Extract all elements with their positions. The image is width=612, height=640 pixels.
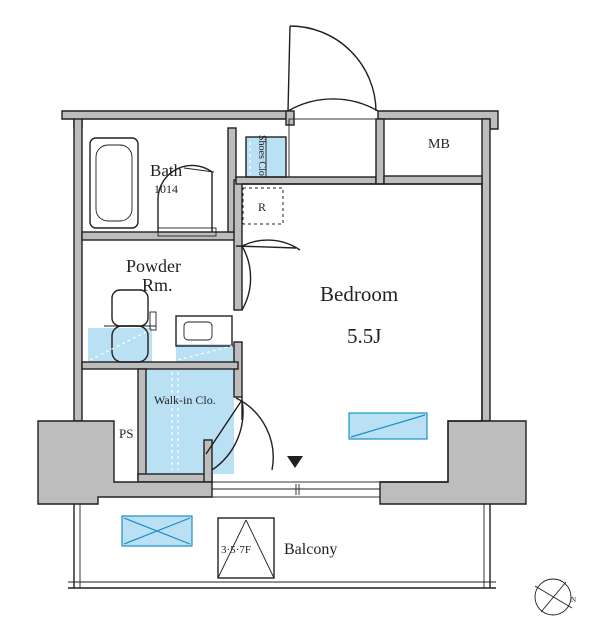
entrance-door-swing <box>287 98 379 112</box>
bath-label: Bath <box>150 161 183 180</box>
bath-door-swing <box>157 164 213 232</box>
powder-door-swing <box>241 245 252 311</box>
wall-closet-bottom <box>137 473 213 483</box>
closet-door-arc-2 <box>235 397 274 471</box>
powder-label-2: Rm. <box>142 275 173 295</box>
powder-storage-left-fill <box>88 328 152 362</box>
walkin-label: Walk-in Clo. <box>154 393 216 407</box>
compass-needle-2 <box>540 581 567 613</box>
closet-door-swing <box>211 399 244 471</box>
powder-label-1: Powder <box>126 256 181 276</box>
toilet-holder <box>149 311 157 331</box>
wall-right <box>481 118 491 422</box>
walkin-closet-fill <box>146 369 234 474</box>
washbasin-inner <box>183 321 213 341</box>
bathtub <box>89 137 139 229</box>
wall-top-right <box>377 110 499 130</box>
compass-north-icon: N <box>571 596 576 604</box>
entrance-door-swing-arc <box>289 25 377 112</box>
wall-top-left <box>61 110 289 129</box>
entrance-door-leaf <box>287 25 291 112</box>
hatch-diag-2 <box>245 519 275 579</box>
shoes-label: Shoes Clo. <box>256 135 267 178</box>
powder-storage-left-diag <box>89 329 151 361</box>
ps-label: PS <box>119 426 133 441</box>
balcony-label: Balcony <box>284 541 337 558</box>
wall-powder-bottom <box>81 361 239 370</box>
wall-mid-vertical <box>233 179 243 311</box>
refrigerator <box>242 187 284 225</box>
powder-storage-right-fill <box>176 344 234 362</box>
entrance-step <box>288 118 377 178</box>
bedroom-label: Bedroom <box>320 282 398 306</box>
powder-door-arc <box>241 239 301 251</box>
bath-door-sill <box>157 227 217 237</box>
wall-mb-left <box>375 118 385 185</box>
hatch-diag-1 <box>217 519 247 579</box>
entry-arrow-icon <box>287 456 303 468</box>
compass-ring <box>534 578 572 616</box>
mb-label: MB <box>428 137 450 152</box>
bedroom-aircon-diag <box>350 414 426 438</box>
balcony-outdoor-diag-2 <box>123 517 191 545</box>
floors-label: 3·5·7F <box>221 544 251 556</box>
refrigerator-label: R <box>258 200 266 214</box>
bath-door-line <box>183 167 215 173</box>
evacuation-hatch <box>217 517 275 579</box>
wall-left <box>73 118 83 422</box>
powder-door-leaf <box>235 245 297 249</box>
balcony-window-frame <box>211 481 381 498</box>
bedroom-outline <box>242 183 483 483</box>
closet-door-leaf <box>205 399 243 455</box>
wall-mb-bottom <box>383 175 483 185</box>
wall-top-small <box>285 110 295 126</box>
bathtub-inner <box>95 144 133 222</box>
bedroom-size: 5.5J <box>347 324 381 348</box>
bath-size: 1014 <box>154 182 178 196</box>
toilet-tank <box>111 289 149 327</box>
wall-closet-left <box>137 368 147 480</box>
washbasin <box>175 315 233 347</box>
